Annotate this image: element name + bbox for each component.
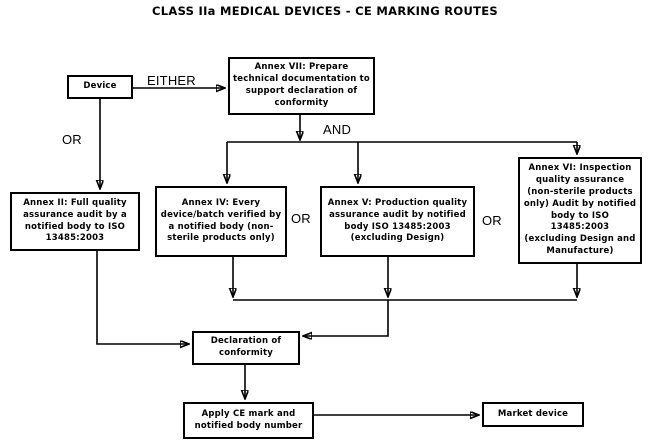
node-device: Device bbox=[67, 75, 133, 99]
node-annex-iv: Annex IV: Every device/batch verified by… bbox=[155, 186, 287, 257]
diagram-title: CLASS IIa MEDICAL DEVICES - CE MARKING R… bbox=[152, 4, 498, 18]
label-or-annex4-annex5: OR bbox=[291, 211, 311, 226]
node-market-device: Market device bbox=[482, 402, 584, 427]
node-annex-ii: Annex II: Full quality assurance audit b… bbox=[10, 192, 140, 251]
label-either: EITHER bbox=[147, 73, 196, 88]
edge-annex2-to-declaration bbox=[96, 251, 189, 344]
node-annex-vii: Annex VII: Prepare technical documentati… bbox=[228, 57, 375, 115]
node-annex-vi: Annex VI: Inspection quality assurance (… bbox=[518, 157, 642, 264]
label-and: AND bbox=[323, 122, 352, 137]
node-declaration-of-conformity: Declaration of conformity bbox=[192, 331, 300, 365]
node-annex-v: Annex V: Production quality assurance au… bbox=[320, 186, 475, 257]
node-apply-ce-mark: Apply CE mark and notified body number bbox=[183, 402, 314, 439]
label-or-annex5-annex6: OR bbox=[482, 213, 502, 228]
label-or-device-annex2: OR bbox=[62, 132, 82, 147]
edge-collector-to-declaration bbox=[303, 300, 389, 336]
